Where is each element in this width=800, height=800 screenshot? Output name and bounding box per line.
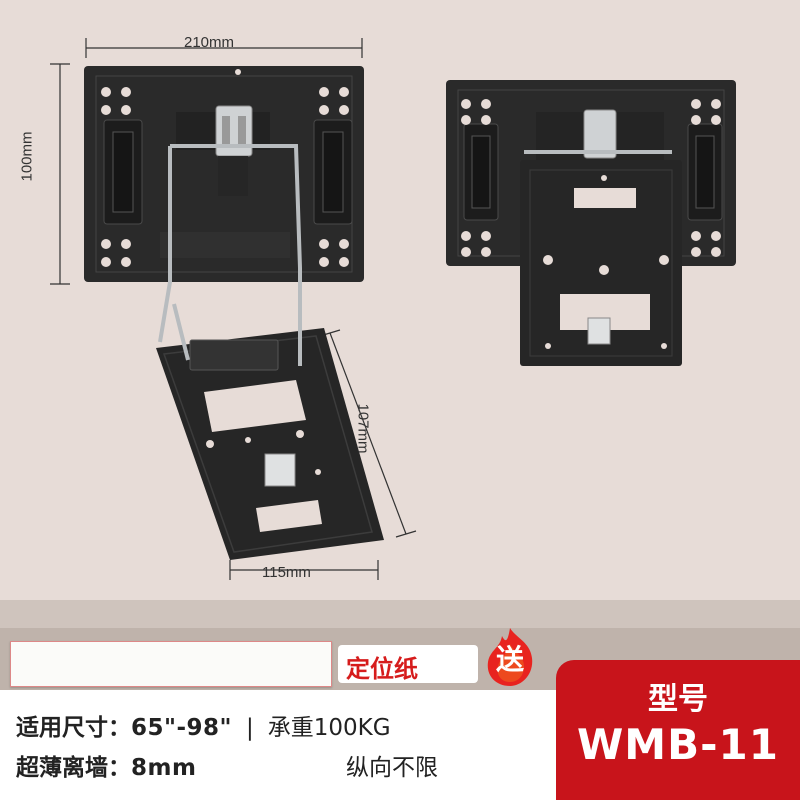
distance-value: 8mm <box>131 755 197 781</box>
wall-plate-left <box>84 66 364 343</box>
spec-separator: | <box>246 715 254 741</box>
size-value: 65"-98" <box>131 715 233 741</box>
spec-line-distance: 超薄离墙：8mm <box>16 748 196 782</box>
plate-width-dimension-label: 115mm <box>262 564 311 581</box>
orientation-note: 纵向不限 <box>346 755 438 781</box>
positioning-paper-tag: 定位纸 <box>338 645 478 683</box>
spec-line-size: 适用尺寸：65"-98" | 承重100KG <box>16 708 391 742</box>
distance-label: 超薄离墙： <box>16 755 131 781</box>
model-number: WMB-11 <box>576 720 779 769</box>
height-dimension-label: 100mm <box>18 131 36 182</box>
dimension-lines <box>50 38 417 580</box>
model-panel: 型号 WMB-11 <box>556 660 800 800</box>
positioning-paper-label: 定位纸 <box>346 655 418 683</box>
gift-label: 送 <box>495 643 524 676</box>
load-value: 承重100KG <box>267 715 391 741</box>
flame-icon <box>487 628 533 686</box>
positioning-template-strip <box>10 641 332 687</box>
tv-plate-right <box>520 109 682 366</box>
model-caption: 型号 <box>648 682 708 717</box>
width-dimension-label: 210mm <box>184 34 235 51</box>
gift-badge: 送 <box>478 624 542 688</box>
size-label: 适用尺寸： <box>16 715 131 741</box>
tv-plate-left <box>156 303 384 560</box>
plate-height-dimension-label: 107mm <box>354 403 372 454</box>
